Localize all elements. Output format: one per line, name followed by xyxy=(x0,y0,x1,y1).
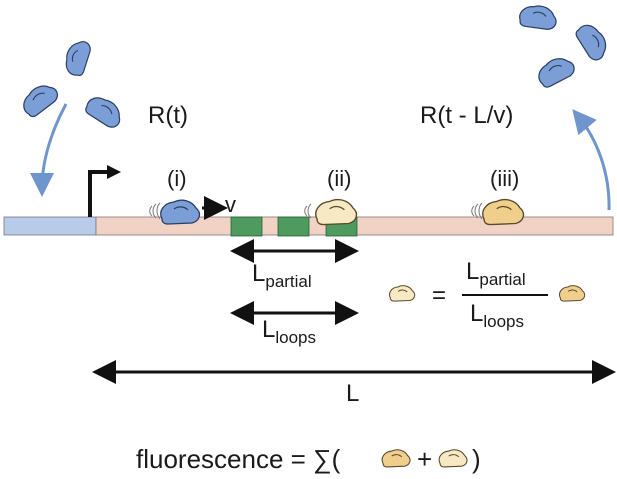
loop-segment-1 xyxy=(230,216,263,237)
polymerase-i-icon xyxy=(160,199,201,225)
polymerase-icon xyxy=(533,52,578,90)
motion-lines xyxy=(149,202,161,220)
gene-length-label: L xyxy=(346,380,360,407)
rate-in-label: R(t) xyxy=(148,102,188,129)
polymerase-icon xyxy=(517,2,559,33)
l-symbol: L xyxy=(252,260,266,287)
rate-out-label: R(t - L/v) xyxy=(420,102,514,129)
loops-subscript: loops xyxy=(275,328,316,347)
fluorescence-prefix: fluorescence = ∑( xyxy=(136,444,341,474)
incoming-polymerases xyxy=(17,36,127,132)
polymerase-iii-icon xyxy=(482,198,525,226)
stage-ii-label: (ii) xyxy=(327,166,352,191)
stage-iii-label: (iii) xyxy=(490,166,520,191)
partial-subscript: partial xyxy=(479,270,526,289)
formula-light-polymerase-icon xyxy=(438,449,468,468)
fluorescence-plus: + xyxy=(417,444,433,474)
ratio-numerator: Lpartial xyxy=(466,258,526,289)
l-symbol: L xyxy=(470,300,484,327)
loops-subscript: loops xyxy=(483,312,524,331)
polymerase-icon xyxy=(573,19,613,64)
promoter-region xyxy=(3,216,97,236)
formula-orange-polymerase-icon xyxy=(381,449,411,468)
ratio-orange-polymerase-icon xyxy=(558,285,586,302)
ratio-equals: = xyxy=(432,282,447,309)
motion-lines xyxy=(304,203,312,219)
l-partial-label: Lpartial xyxy=(252,260,312,291)
loop-segment-2 xyxy=(277,216,310,237)
polymerase-icon xyxy=(82,90,127,132)
partial-subscript: partial xyxy=(265,272,312,291)
l-symbol: L xyxy=(262,316,276,343)
outgoing-polymerases xyxy=(517,2,613,90)
motion-lines xyxy=(471,202,483,220)
polymerase-icon xyxy=(60,36,94,79)
promoter-arrow-icon xyxy=(88,165,121,217)
l-loops-label: Lloops xyxy=(262,316,316,347)
ratio-light-polymerase-icon xyxy=(388,285,416,302)
fluorescence-suffix: ) xyxy=(472,444,481,474)
outgoing-arrow xyxy=(572,109,611,211)
l-symbol: L xyxy=(466,258,480,285)
polymerase-icon xyxy=(17,78,62,120)
velocity-label: v xyxy=(225,192,236,217)
incoming-arrow xyxy=(30,103,68,197)
ratio-denominator: Lloops xyxy=(470,300,524,331)
polymerase-ii-icon xyxy=(315,198,358,226)
stage-i-label: (i) xyxy=(167,166,187,191)
